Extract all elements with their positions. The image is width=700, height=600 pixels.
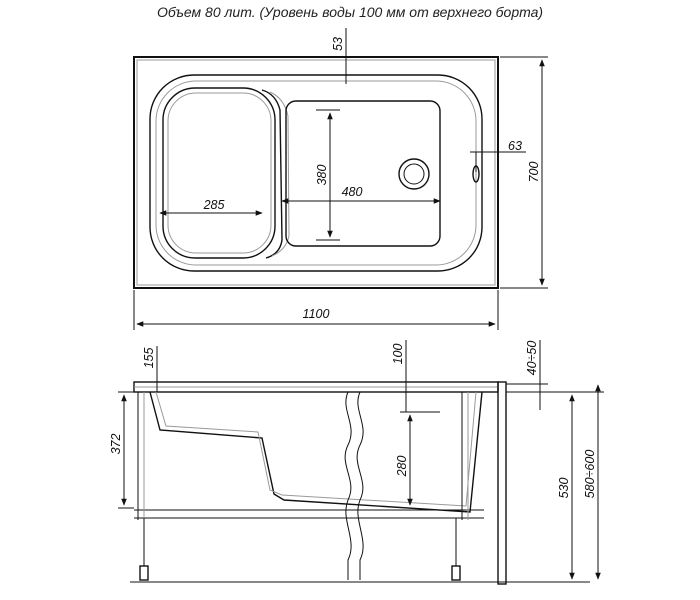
dim-480-label: 480 xyxy=(342,185,363,199)
leg-right xyxy=(451,565,461,581)
dim-1100-label: 1100 xyxy=(303,307,330,321)
dim-100-label: 100 xyxy=(391,344,405,365)
drain-circle xyxy=(398,158,430,190)
side-view: 155 100 40÷50 372 280 530 580÷600 xyxy=(109,340,604,585)
dim-280-label: 280 xyxy=(395,456,409,478)
dim-372-label: 372 xyxy=(109,434,123,455)
dim-155-label: 155 xyxy=(142,348,156,369)
break-line xyxy=(344,391,352,580)
dim-700-label: 700 xyxy=(527,162,541,183)
dim-530-label: 530 xyxy=(557,478,571,499)
dim-63-label: 63 xyxy=(508,139,522,153)
tub-foot-well xyxy=(285,100,441,247)
dim-53-label: 53 xyxy=(331,37,345,51)
dim-40-50-label: 40÷50 xyxy=(525,341,539,376)
diagram-title: Объем 80 лит. (Уровень воды 100 мм от ве… xyxy=(156,4,544,20)
tub-side-profile xyxy=(149,391,483,513)
leg-left xyxy=(139,565,149,581)
dim-285-label: 285 xyxy=(203,198,225,212)
tub-seat xyxy=(162,87,276,259)
dim-380-label: 380 xyxy=(315,165,329,186)
dim-580-600-label: 580÷600 xyxy=(583,450,597,499)
tub-outer-rim xyxy=(133,56,499,289)
tub-inner-basin xyxy=(149,74,483,272)
top-view: 53 63 700 380 480 285 1100 xyxy=(133,28,548,330)
